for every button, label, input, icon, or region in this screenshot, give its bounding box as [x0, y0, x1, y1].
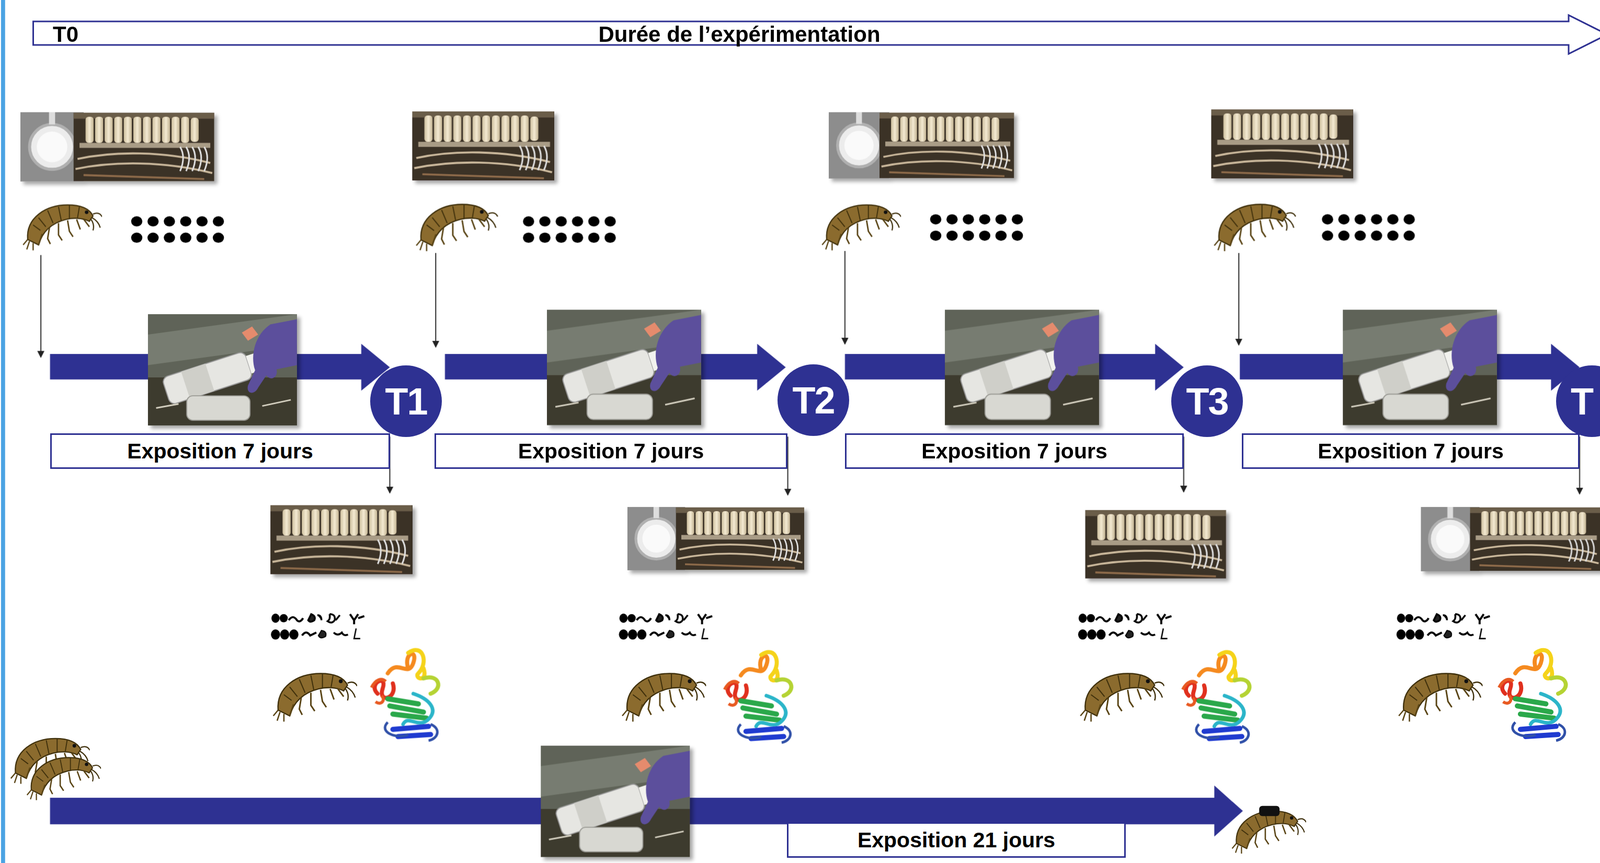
photo-exposure [147, 314, 297, 426]
thin-arrow [40, 255, 42, 358]
amphipod-icon [10, 204, 1483, 854]
exposure-box: Exposition 7 jours [50, 433, 391, 470]
amphipod-icon [1259, 806, 1280, 817]
amphipod-icon [416, 204, 498, 251]
thin-arrow [1238, 253, 1240, 346]
exposure-label: Exposition 7 jours [127, 438, 313, 464]
blurred-shapes [270, 613, 365, 640]
protein-structure [1499, 650, 1567, 741]
time-label: T1 [384, 380, 427, 423]
dot-rows [131, 216, 225, 244]
amphipod-icon [273, 673, 358, 722]
timeline-band: T0 Durée de l’expérimentation [32, 14, 1600, 55]
exposure-label: Exposition 7 jours [518, 438, 704, 464]
exposure-box: Exposition 7 jours [844, 433, 1184, 470]
amphipod-icon [1398, 673, 1483, 722]
time-circle: T1 [370, 365, 442, 438]
blurred-shapes [270, 613, 1490, 640]
exposure-box: Exposition 21 jours [786, 822, 1126, 859]
protein-structure [371, 650, 439, 741]
amphipod-icon [1231, 811, 1306, 854]
amphipod-icon [23, 204, 102, 251]
thin-arrow [844, 250, 846, 345]
amphipod-icon [622, 673, 706, 722]
blurred-shapes [1396, 613, 1491, 640]
amphipod-icon [821, 204, 901, 251]
time-circle: T [1556, 365, 1600, 438]
blurred-shapes [1078, 613, 1172, 640]
amphipod-icon [1080, 673, 1164, 722]
photo-exposure [540, 746, 690, 858]
time-circle: T3 [1171, 365, 1243, 438]
dot-rows [522, 216, 616, 244]
protein-structure [724, 652, 792, 744]
dot-rows [930, 214, 1024, 242]
photo-exposure [147, 310, 1497, 858]
time-label: T [1570, 380, 1593, 423]
thin-arrow [435, 253, 437, 348]
exposure-box: Exposition 7 jours [1241, 433, 1580, 470]
exposure-label: Exposition 7 jours [921, 438, 1107, 464]
time-label: T2 [792, 379, 834, 422]
side-rule [1, 0, 6, 863]
protein-structure [371, 650, 1566, 744]
amphipod-icon [1214, 204, 1296, 251]
exposure-label: Exposition 7 jours [1317, 438, 1504, 464]
photo-tubes [828, 112, 1014, 179]
timeline-title: Durée de l’expérimentation [598, 22, 880, 47]
thin-arrow [40, 250, 1580, 495]
dot-rows [1321, 214, 1415, 242]
photo-tubes [270, 505, 413, 575]
exposure-box: Exposition 7 jours [434, 433, 788, 470]
exposure-label: Exposition 21 jours [857, 827, 1056, 853]
photo-tubes [1420, 507, 1600, 572]
time-label: T3 [1185, 380, 1228, 423]
photo-tubes [1210, 109, 1353, 179]
amphipod-icon [27, 757, 101, 800]
photo-tubes [20, 112, 215, 182]
photo-exposure [546, 310, 702, 426]
photo-exposure [1342, 310, 1497, 426]
photo-exposure [944, 310, 1100, 426]
photo-tubes [1085, 510, 1227, 579]
dot-rows [131, 214, 1415, 244]
time-label: T0 [52, 22, 79, 47]
photo-tubes [412, 111, 554, 181]
photo-tubes [627, 507, 805, 571]
protein-structure [1182, 652, 1250, 744]
blurred-shapes [619, 613, 713, 640]
time-circle: T2 [777, 364, 850, 437]
photo-tubes [20, 109, 1600, 579]
timeline-outline [33, 15, 1600, 54]
